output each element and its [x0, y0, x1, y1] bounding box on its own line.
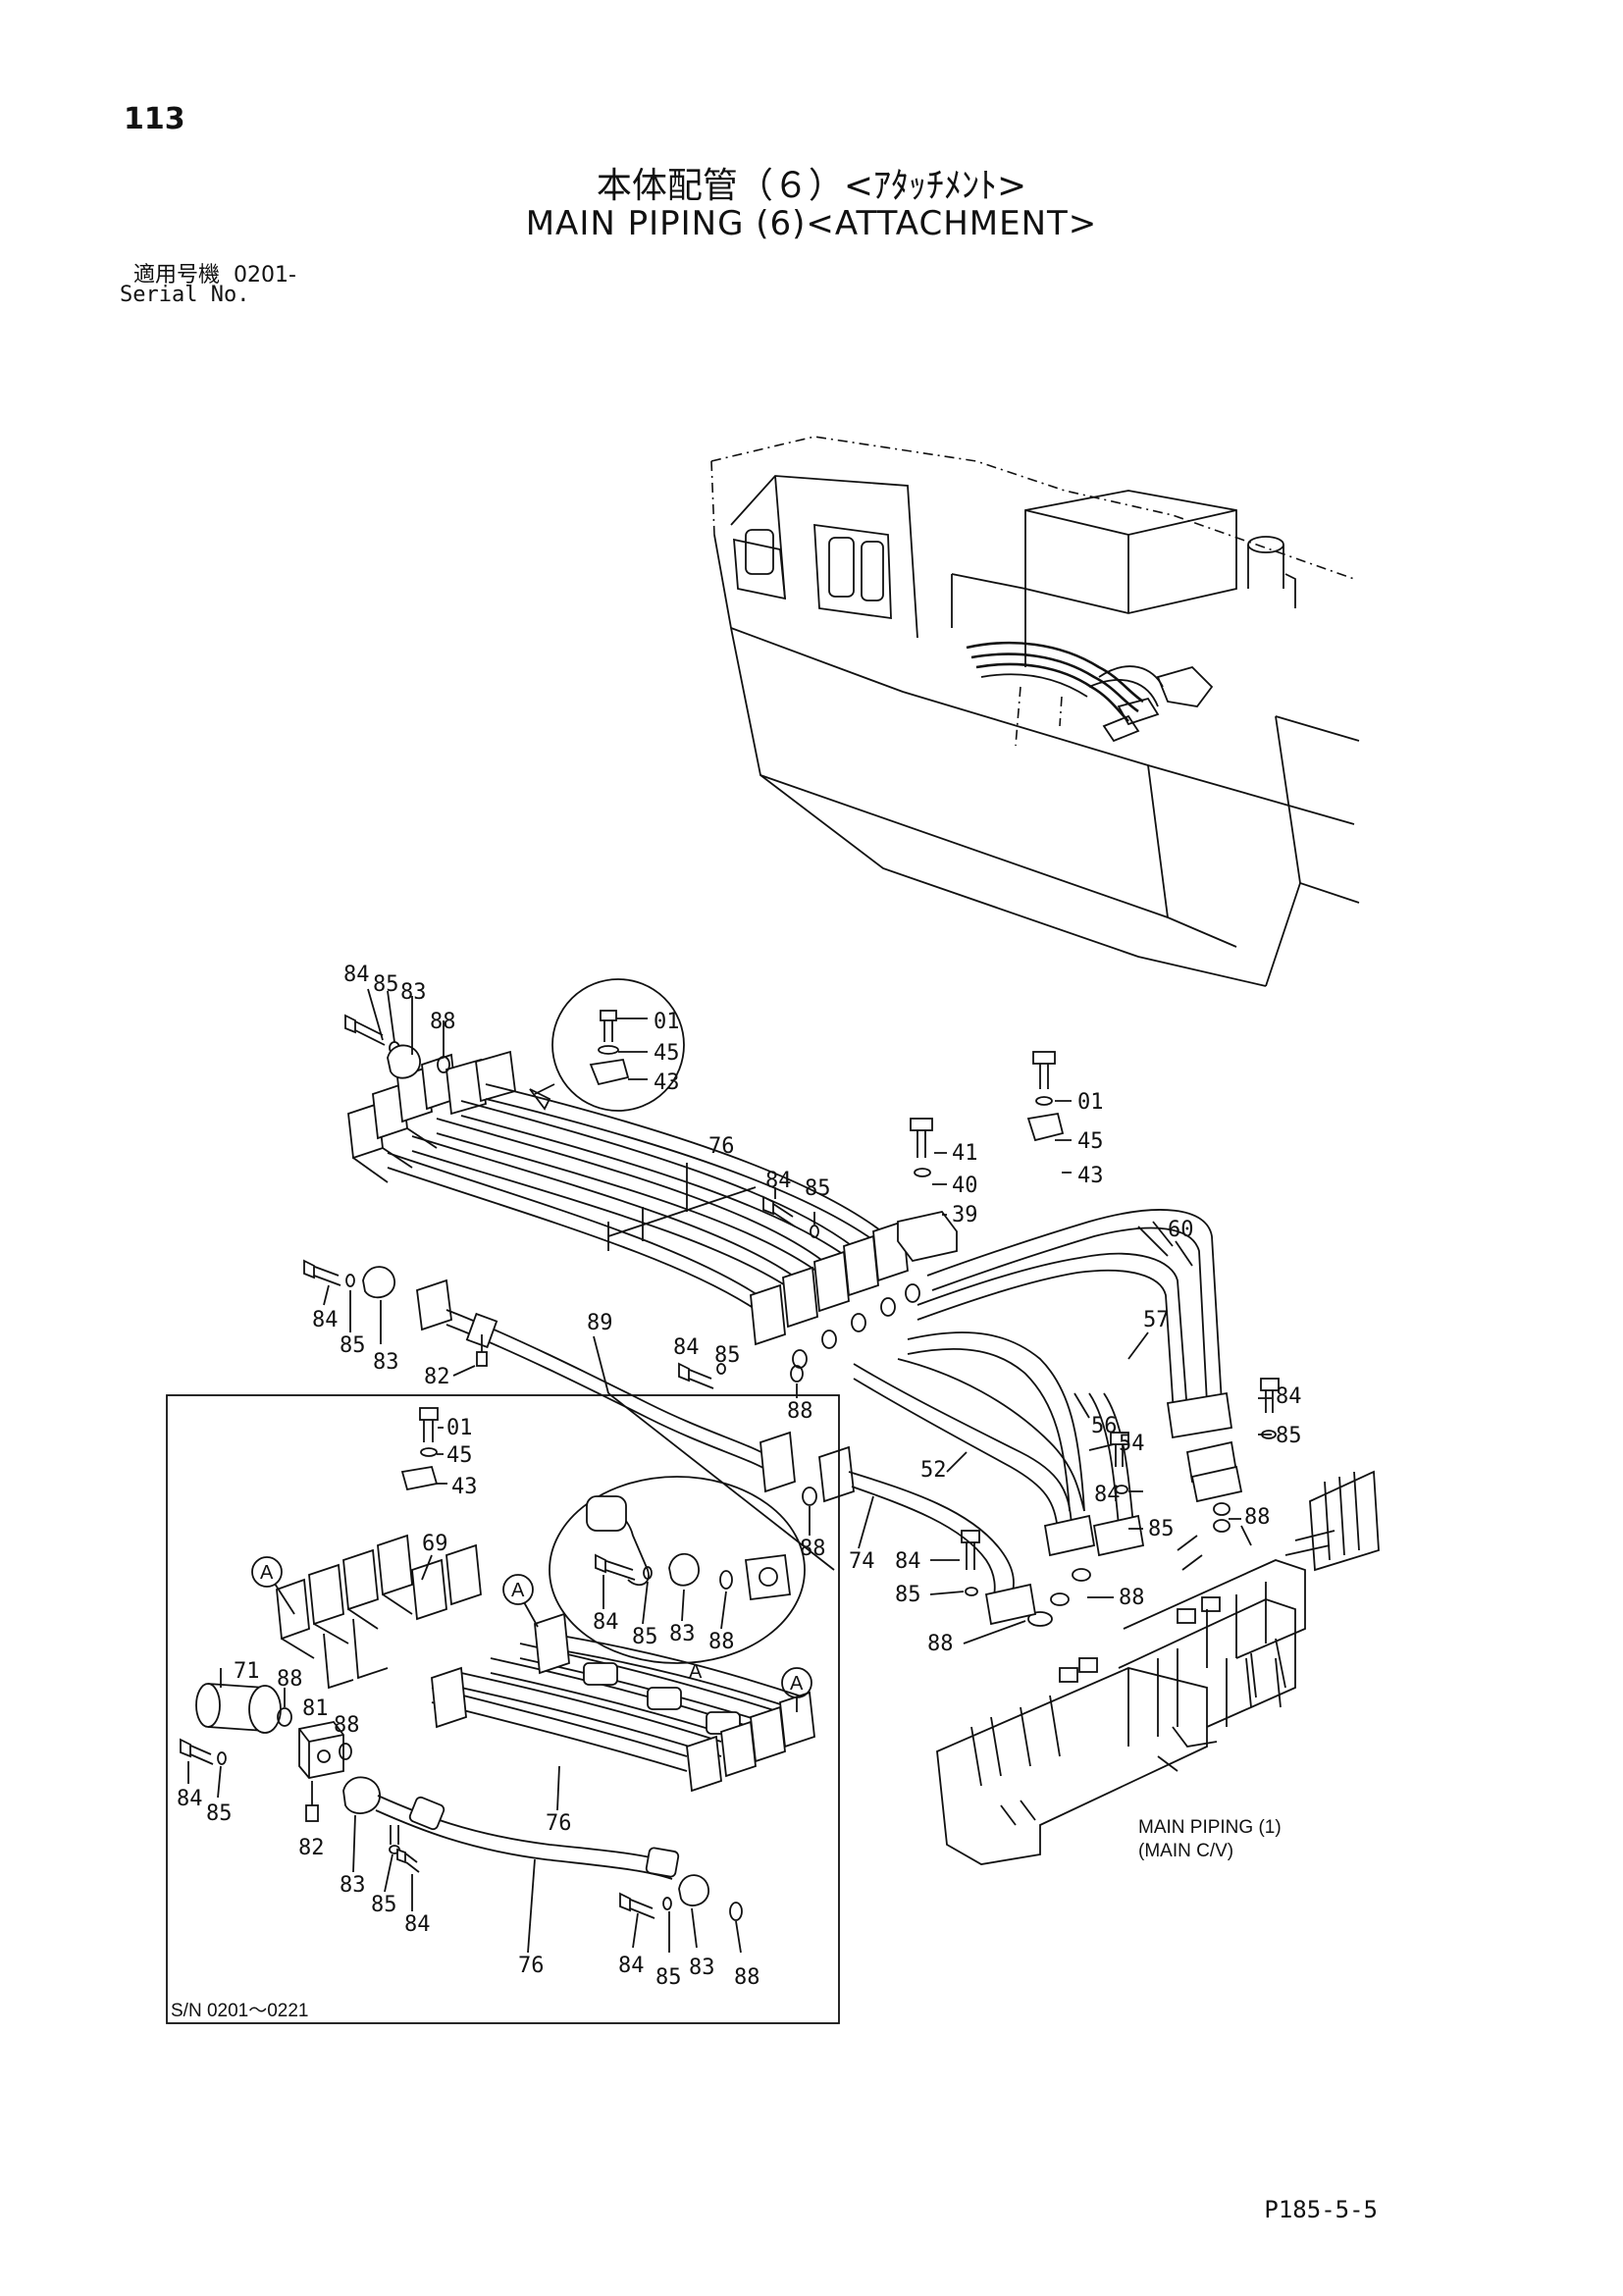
serial-value: 0201-: [234, 263, 296, 287]
label-84: 84: [1276, 1384, 1302, 1409]
label-71: 71: [234, 1659, 260, 1684]
label-85: 85: [206, 1801, 233, 1826]
label-45: 45: [446, 1443, 473, 1468]
label-88: 88: [334, 1713, 360, 1738]
label-84: 84: [312, 1308, 339, 1332]
label-45: 45: [654, 1041, 680, 1066]
upper-hose-assembly: [344, 978, 920, 1369]
label-88: 88: [277, 1667, 303, 1692]
label-84: 84: [618, 1954, 645, 1978]
label-85: 85: [895, 1583, 921, 1607]
label-45: 45: [1077, 1129, 1104, 1154]
label-41: 41: [952, 1141, 978, 1166]
machine-overview: [710, 436, 1360, 987]
label-76: 76: [546, 1811, 572, 1836]
right-pipe-assembly: [853, 1051, 1280, 1627]
label-84: 84: [404, 1912, 431, 1937]
label-85: 85: [714, 1343, 741, 1368]
label-84: 84: [177, 1787, 203, 1811]
label-84: 84: [593, 1610, 619, 1635]
label-74: 74: [849, 1549, 875, 1574]
figure-code: P185-5-5: [1264, 2196, 1378, 2223]
label-83: 83: [689, 1956, 715, 1980]
label-88: 88: [1119, 1586, 1145, 1610]
label-52: 52: [920, 1458, 947, 1483]
label-43: 43: [1077, 1164, 1104, 1188]
label-88: 88: [927, 1632, 954, 1656]
detail-callout-a: A: [260, 1562, 274, 1584]
part-number-labels: 84 85 83 88 01 45 43 76 84 85 01 45 43 4…: [171, 963, 1302, 2021]
label-54: 54: [1119, 1432, 1145, 1456]
label-85: 85: [373, 972, 399, 997]
label-43: 43: [451, 1475, 478, 1499]
label-01: 01: [1077, 1090, 1104, 1115]
label-88: 88: [734, 1965, 760, 1990]
label-85: 85: [1276, 1424, 1302, 1448]
label-88: 88: [1244, 1505, 1271, 1530]
label-81: 81: [302, 1696, 329, 1721]
serial-label-japanese: 適用号機 0201-: [133, 257, 296, 288]
label-76: 76: [708, 1134, 735, 1159]
inset-serial-note: S/N 0201～0221: [171, 2001, 309, 2021]
label-88: 88: [800, 1537, 826, 1561]
label-84: 84: [343, 963, 370, 987]
label-84: 84: [1094, 1483, 1121, 1507]
serial-label-jp-text: 適用号機: [133, 263, 221, 287]
label-89: 89: [587, 1311, 613, 1335]
label-85: 85: [655, 1965, 682, 1990]
pipe-89-74: [303, 1187, 1037, 1626]
label-60: 60: [1168, 1218, 1194, 1242]
label-83: 83: [400, 980, 427, 1005]
label-40: 40: [952, 1174, 978, 1198]
detail-callout-a: A: [790, 1673, 804, 1695]
label-83: 83: [340, 1873, 366, 1898]
label-82: 82: [298, 1836, 325, 1860]
label-84: 84: [895, 1549, 921, 1574]
detail-callout-a: A: [511, 1580, 525, 1601]
label-76: 76: [518, 1954, 545, 1978]
label-56: 56: [1091, 1414, 1118, 1438]
reference-main-piping: MAIN PIPING (1): [1138, 1817, 1282, 1838]
label-01: 01: [654, 1010, 680, 1034]
label-88: 88: [708, 1630, 735, 1654]
label-85: 85: [371, 1893, 397, 1917]
label-43: 43: [654, 1070, 680, 1095]
label-84: 84: [765, 1169, 792, 1193]
label-84: 84: [673, 1335, 700, 1360]
label-39: 39: [952, 1203, 978, 1227]
label-83: 83: [373, 1350, 399, 1375]
page-number: 113: [124, 102, 185, 136]
label-69: 69: [422, 1532, 448, 1556]
label-85: 85: [340, 1333, 366, 1358]
label-01: 01: [446, 1416, 473, 1440]
serial-label-english: Serial No.: [120, 283, 250, 307]
title-japanese: 本体配管（６）<ｱﾀｯﾁﾒﾝﾄ>: [596, 166, 1027, 206]
label-85: 85: [632, 1625, 658, 1649]
label-57: 57: [1143, 1308, 1170, 1332]
label-88: 88: [430, 1010, 456, 1034]
title-english: MAIN PIPING (6)<ATTACHMENT>: [525, 204, 1098, 243]
label-88: 88: [787, 1399, 813, 1424]
main-control-valve: [936, 1470, 1380, 1865]
label-85: 85: [805, 1176, 831, 1201]
label-85: 85: [1148, 1517, 1175, 1541]
label-83: 83: [669, 1622, 696, 1646]
label-82: 82: [424, 1365, 450, 1389]
detail-view-label: A: [689, 1661, 703, 1683]
reference-main-cv: (MAIN C/V): [1138, 1841, 1233, 1861]
inset-serial-range: [166, 1392, 840, 2024]
